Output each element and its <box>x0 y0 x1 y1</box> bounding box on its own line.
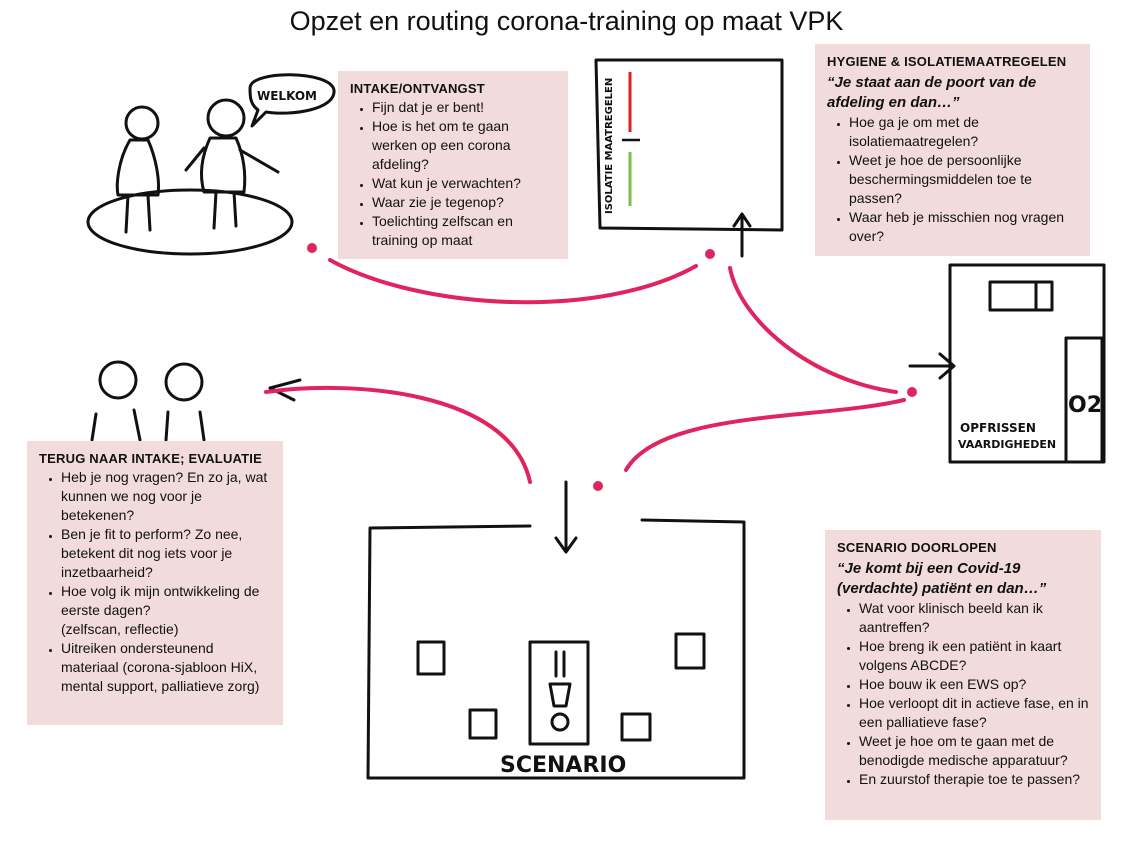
scenario-box: SCENARIO DOORLOPEN “Je komt bij een Covi… <box>825 530 1101 820</box>
intake-heading: INTAKE/ONTVANGST <box>350 81 485 96</box>
list-item: Hoe bouw ik een EWS op? <box>859 675 1089 694</box>
o2-room <box>948 263 1106 464</box>
hygiene-list: Hoe ga je om met de isolatiemaatregelen?… <box>827 113 1078 246</box>
list-item: Wat voor klinisch beeld kan ik aantreffe… <box>859 599 1089 637</box>
person-left-body <box>115 138 160 197</box>
list-item: Wat kun je verwachten? <box>372 174 556 193</box>
list-item: Waar heb je misschien nog vragen over? <box>849 208 1078 246</box>
list-item: Toelichting zelfscan en training op maat <box>372 212 556 250</box>
isolation-door <box>594 58 784 232</box>
list-item: Waar zie je tegenop? <box>372 193 556 212</box>
person-right-head <box>206 98 246 138</box>
evaluation-heading: TERUG NAAR INTAKE; EVALUATIE <box>39 451 262 466</box>
opfrissen-label: OPFRISSEN <box>960 421 1036 435</box>
scenario-heading: SCENARIO DOORLOPEN <box>837 540 997 555</box>
list-item: Hoe breng ik een patiënt in kaart volgen… <box>859 637 1089 675</box>
list-item: Hoe ga je om met de isolatiemaatregelen? <box>849 113 1078 151</box>
list-item: Hoe is het om te gaan werken op een coro… <box>372 117 556 174</box>
isolatie-label: ISOLATIE MAATREGELEN <box>604 78 615 214</box>
list-item: Ben je fit to perform? Zo nee, betekent … <box>61 525 271 582</box>
list-item: Hoe volg ik mijn ontwikkeling de eerste … <box>61 582 271 639</box>
welkom-label: WELKOM <box>257 89 317 103</box>
hygiene-box: HYGIENE & ISOLATIEMAATREGELEN “Je staat … <box>815 44 1090 256</box>
o2-label: O2 <box>1068 393 1102 418</box>
intake-floor-circle <box>86 188 294 256</box>
patient-bed <box>528 640 590 746</box>
list-item: En zuurstof therapie toe te passen? <box>859 770 1089 789</box>
person-right-body <box>200 136 247 194</box>
list-item: Fijn dat je er bent! <box>372 98 556 117</box>
intake-list: Fijn dat je er bent! Hoe is het om te ga… <box>350 98 556 250</box>
evaluation-box: TERUG NAAR INTAKE; EVALUATIE Heb je nog … <box>27 441 283 725</box>
list-item-note: (zelfscan, reflectie) <box>61 621 179 637</box>
scenario-room <box>366 518 746 780</box>
list-item: Weet je hoe de persoonlijke beschermings… <box>849 151 1078 208</box>
hygiene-quote: “Je staat aan de poort van de afdeling e… <box>827 74 1037 111</box>
evaluation-list: Heb je nog vragen? En zo ja, wat kunnen … <box>39 468 271 696</box>
list-item: Hoe verloopt dit in actieve fase, en in … <box>859 694 1089 732</box>
hygiene-heading: HYGIENE & ISOLATIEMAATREGELEN <box>827 54 1067 69</box>
speech-bubble <box>248 73 336 128</box>
scenario-quote: “Je komt bij een Covid-19 (verdachte) pa… <box>837 560 1047 597</box>
scenario-list: Wat voor klinisch beeld kan ik aantreffe… <box>837 599 1089 789</box>
vaardigheden-label: VAARDIGHEDEN <box>958 438 1056 451</box>
person-left-head <box>124 105 160 141</box>
page-title: Opzet en routing corona-training op maat… <box>289 6 844 36</box>
evaluation-person-2 <box>164 362 204 402</box>
evaluation-person-1 <box>98 360 138 400</box>
list-item: Heb je nog vragen? En zo ja, wat kunnen … <box>61 468 271 525</box>
list-item: Uitreiken ondersteunend materiaal (coron… <box>61 639 271 696</box>
scenario-label: SCENARIO <box>500 753 626 778</box>
list-item: Weet je hoe om te gaan met de benodigde … <box>859 732 1089 770</box>
intake-box: INTAKE/ONTVANGST Fijn dat je er bent! Ho… <box>338 71 568 259</box>
